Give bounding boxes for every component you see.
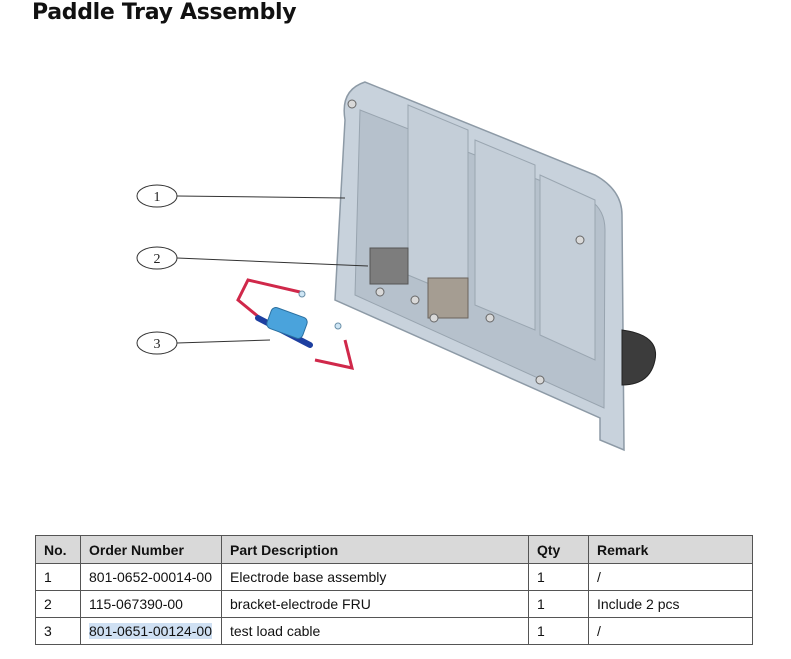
cell-order-number: 801-0652-00014-00 xyxy=(80,563,222,591)
callout-3: 3 xyxy=(136,331,271,355)
cell-no: 3 xyxy=(35,617,81,645)
table-row: 1 801-0652-00014-00 Electrode base assem… xyxy=(35,563,753,591)
table-row: 2 115-067390-00 bracket-electrode FRU 1 … xyxy=(35,590,753,618)
callout-2: 2 xyxy=(136,246,369,270)
cell-order-number: 801-0651-00124-00 xyxy=(80,617,222,645)
table-row: 3 801-0651-00124-00 test load cable 1 / xyxy=(35,617,753,645)
callout-1: 1 xyxy=(136,184,346,208)
cell-qty: 1 xyxy=(528,617,589,645)
header-no: No. xyxy=(35,535,81,564)
cell-part-description: test load cable xyxy=(221,617,529,645)
cell-remark: Include 2 pcs xyxy=(588,590,753,618)
cell-part-description: Electrode base assembly xyxy=(221,563,529,591)
cell-no: 1 xyxy=(35,563,81,591)
svg-text:3: 3 xyxy=(154,337,161,352)
cell-remark: / xyxy=(588,563,753,591)
cell-qty: 1 xyxy=(528,590,589,618)
svg-text:2: 2 xyxy=(154,252,161,267)
tray-plate xyxy=(334,81,657,452)
cell-part-description: bracket-electrode FRU xyxy=(221,590,529,618)
cell-remark: / xyxy=(588,617,753,645)
exploded-view-illustration: 1 2 3 xyxy=(136,81,657,452)
header-qty: Qty xyxy=(528,535,589,564)
table-header-row: No. Order Number Part Description Qty Re… xyxy=(35,535,753,564)
highlighted-order-number: 801-0651-00124-00 xyxy=(89,623,212,639)
header-remark: Remark xyxy=(588,535,753,564)
page-title: Paddle Tray Assembly xyxy=(32,0,297,25)
cell-order-number: 115-067390-00 xyxy=(80,590,222,618)
cell-no: 2 xyxy=(35,590,81,618)
header-order-number: Order Number xyxy=(80,535,222,564)
svg-text:1: 1 xyxy=(154,190,161,205)
header-part-description: Part Description xyxy=(221,535,529,564)
test-load-cable xyxy=(236,278,355,370)
cell-qty: 1 xyxy=(528,563,589,591)
parts-table: No. Order Number Part Description Qty Re… xyxy=(35,535,753,645)
